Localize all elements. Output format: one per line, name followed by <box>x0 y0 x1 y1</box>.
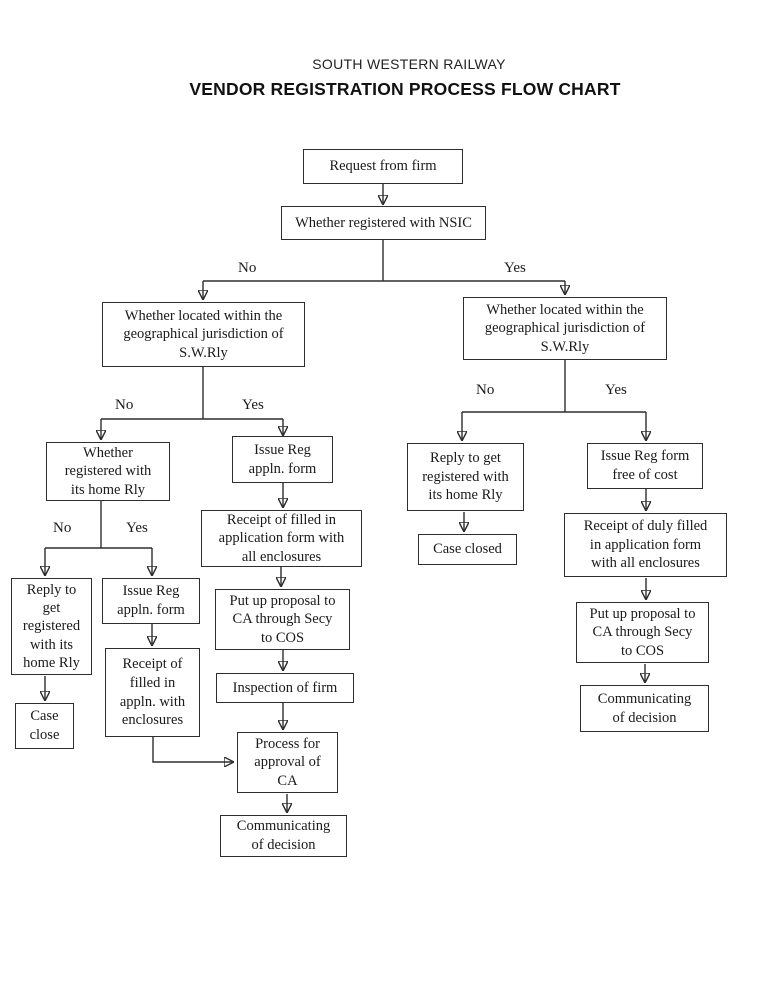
node-issue-reg-appln-left: Issue Reg appln. form <box>102 578 200 624</box>
label-jur-left-no: No <box>115 397 134 413</box>
label-jur-right-no: No <box>476 382 495 398</box>
node-registered-with-nsic: Whether registered with NSIC <box>281 206 486 240</box>
node-process-for-approval: Process for approval of CA <box>237 732 338 793</box>
node-receipt-filled-left: Receipt of filled in appln. with enclosu… <box>105 648 200 737</box>
label-nsic-yes: Yes <box>504 260 526 276</box>
node-whether-home-rly: Whether registered with its home Rly <box>46 442 170 501</box>
node-communicating-mid: Communicating of decision <box>220 815 347 857</box>
node-case-closed: Case closed <box>418 534 517 565</box>
node-reply-get-registered-left: Reply to get registered with its home Rl… <box>11 578 92 675</box>
label-nsic-no: No <box>238 260 257 276</box>
label-jur-left-yes: Yes <box>242 397 264 413</box>
node-communicating-right: Communicating of decision <box>580 685 709 732</box>
node-put-up-proposal-mid: Put up proposal to CA through Secy to CO… <box>215 589 350 650</box>
node-reply-get-registered-right: Reply to get registered with its home Rl… <box>407 443 524 511</box>
node-put-up-proposal-right: Put up proposal to CA through Secy to CO… <box>576 602 709 663</box>
label-home-rly-no: No <box>53 520 72 536</box>
node-case-close: Case close <box>15 703 74 749</box>
edge-receiptleft-to-process <box>152 737 234 762</box>
page-title: VENDOR REGISTRATION PROCESS FLOW CHART <box>189 79 621 99</box>
label-jur-right-yes: Yes <box>605 382 627 398</box>
node-jurisdiction-left: Whether located within the geographical … <box>102 302 305 367</box>
node-receipt-duly-filled-right: Receipt of duly filled in application fo… <box>564 513 727 577</box>
node-receipt-filled-mid: Receipt of filled in application form wi… <box>201 510 362 567</box>
label-home-rly-yes: Yes <box>126 520 148 536</box>
node-request-from-firm: Request from firm <box>303 149 463 184</box>
node-issue-reg-form-free: Issue Reg form free of cost <box>587 443 703 489</box>
node-issue-reg-appln-mid: Issue Reg appln. form <box>232 436 333 483</box>
node-jurisdiction-right: Whether located within the geographical … <box>463 297 667 360</box>
node-inspection-of-firm: Inspection of firm <box>216 673 354 703</box>
organization-name: SOUTH WESTERN RAILWAY <box>312 56 506 72</box>
